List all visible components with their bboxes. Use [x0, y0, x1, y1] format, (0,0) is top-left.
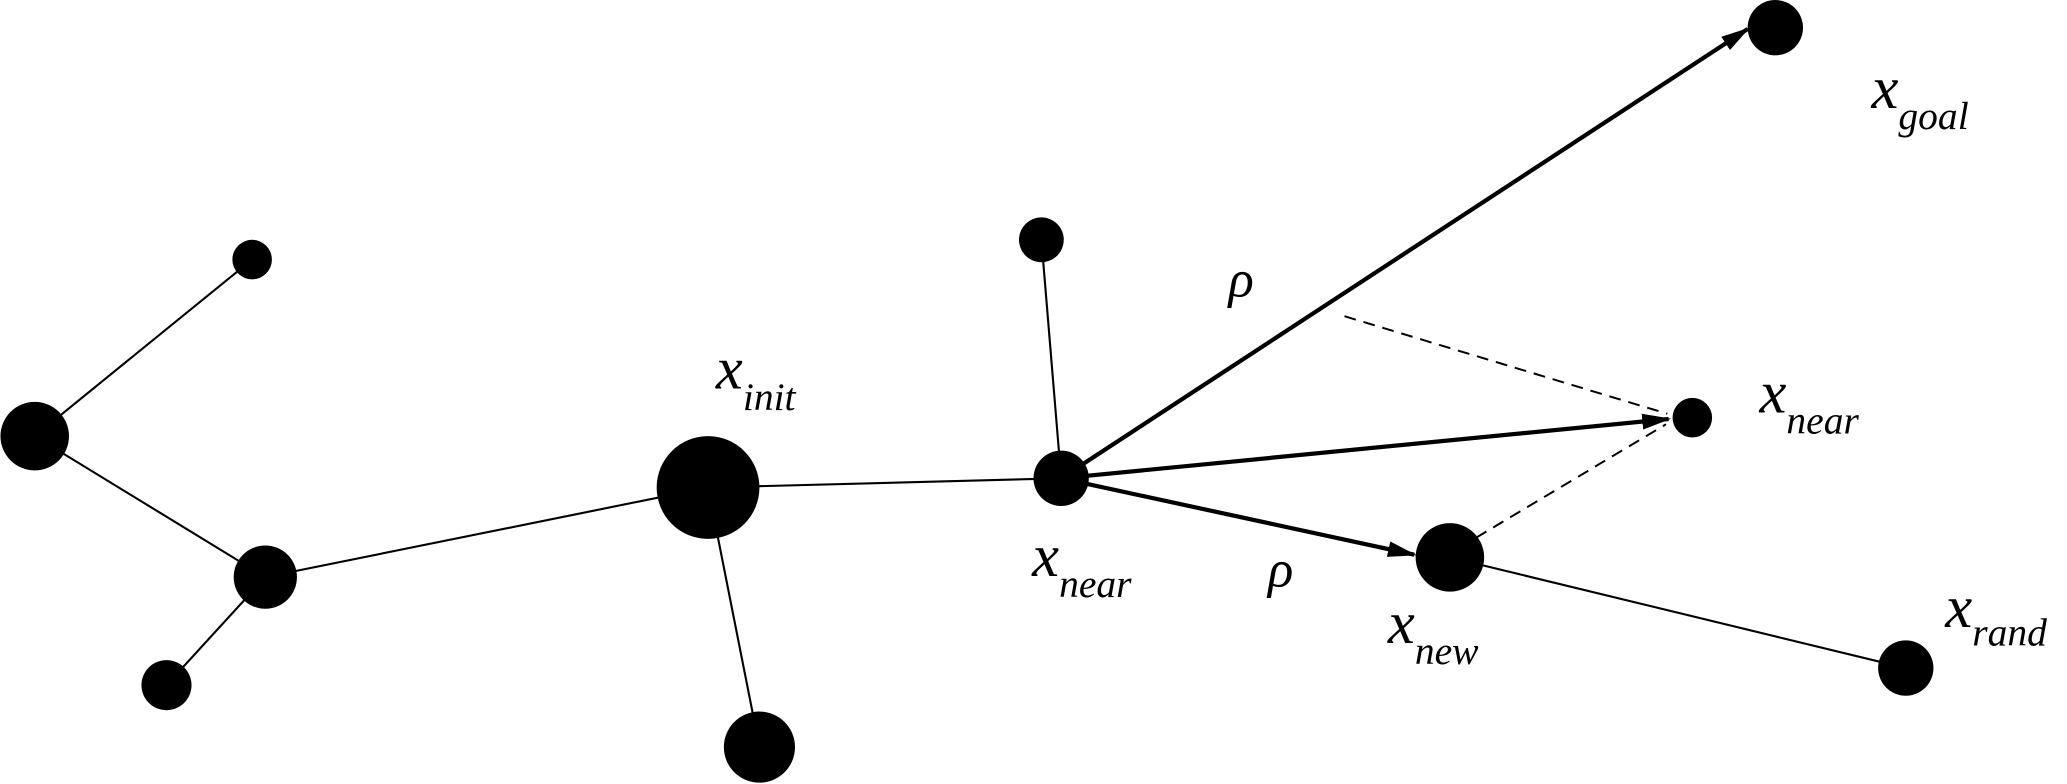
edge-new-to-rand — [1449, 556, 1907, 670]
tree-node — [232, 239, 272, 280]
node-rand — [1878, 640, 1934, 696]
label-sub: near — [1059, 562, 1132, 606]
label-new: xnew — [1387, 590, 1479, 673]
label-main: x — [1759, 359, 1787, 426]
edge — [1040, 239, 1063, 479]
tree-node — [0, 401, 69, 471]
label-sub: goal — [1898, 94, 1968, 138]
label-near-center: xnear — [1031, 523, 1132, 606]
label-sub: near — [1786, 399, 1859, 443]
label-rand: xrand — [1944, 574, 2047, 654]
tree-node — [233, 545, 297, 609]
label-sub: rand — [1972, 611, 2047, 655]
label-main: x — [1871, 55, 1899, 122]
label-near-right: xnear — [1759, 359, 1860, 442]
tree-node — [723, 711, 796, 783]
tree-node — [1019, 217, 1064, 263]
label-main: x — [715, 336, 743, 403]
label-rho-lower: ρ — [1266, 540, 1293, 598]
arrow-to-near-right — [1060, 413, 1672, 481]
node-init — [656, 436, 760, 539]
dashed-new-to-near — [1475, 423, 1667, 539]
label-main: x — [1031, 523, 1059, 590]
label-rho-upper: ρ — [1227, 250, 1254, 308]
label-goal: xgoal — [1871, 55, 1969, 138]
arrow-to-new — [1060, 476, 1417, 557]
node-near-center — [1033, 450, 1089, 506]
node-near-right — [1672, 397, 1713, 438]
edge — [34, 258, 253, 437]
edge — [265, 486, 709, 579]
label-init: xinit — [715, 336, 797, 419]
label-sub: init — [743, 375, 797, 419]
label-main: x — [1387, 590, 1415, 657]
edge — [708, 477, 1062, 489]
node-goal — [1747, 0, 1804, 56]
dashed-projection — [1344, 315, 1668, 415]
label-main: x — [1944, 574, 1972, 641]
node-new — [1415, 523, 1485, 592]
label-sub: new — [1415, 629, 1479, 673]
edge — [34, 435, 266, 579]
tree-node — [141, 660, 192, 711]
arrow-to-goal — [1060, 27, 1750, 481]
